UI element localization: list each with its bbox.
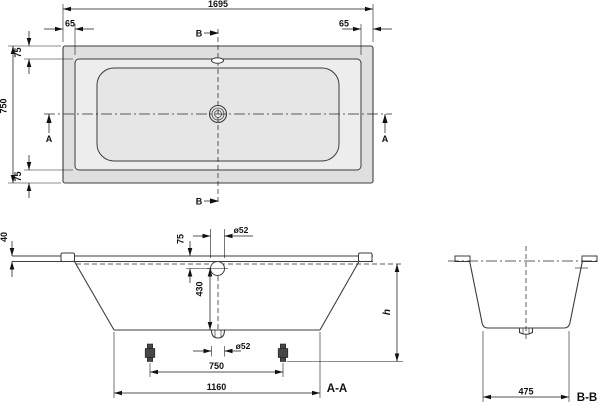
dim-label: ø52: [234, 225, 249, 235]
dim-label: ø52: [236, 341, 251, 351]
dim-label: 75: [13, 47, 23, 57]
dim-label: 40: [0, 232, 9, 242]
section-aa: 40 ø52 75 430 ø52: [0, 225, 403, 398]
rim-tab-left: [454, 255, 471, 262]
dim-label: 75: [176, 234, 186, 244]
dim-label: 1695: [208, 0, 228, 9]
section-marker-b-bottom: B: [196, 197, 219, 207]
dim-label: 65: [339, 19, 349, 29]
dim-overflow-offset: 75: [176, 234, 211, 283]
rim-end-right: [358, 252, 373, 262]
dim-label: 75: [13, 171, 23, 181]
dim-bottom-width: 475: [482, 331, 570, 402]
dim-label: h: [382, 309, 393, 315]
drain-outlet: [210, 329, 226, 339]
section-marker-a-left: A: [46, 114, 53, 144]
section-label: A: [46, 134, 53, 144]
dim-rim-offset-top: 75: [13, 31, 32, 74]
section-label: B: [196, 29, 203, 39]
dim-overflow-diameter: ø52: [193, 225, 253, 258]
top-view: 1695 65 65 75 750 75: [0, 0, 392, 207]
dim-rim-offset-left: 65: [44, 19, 94, 32]
dim-label: 1160: [207, 382, 227, 392]
wall-right: [319, 261, 360, 331]
section-label: A: [382, 134, 389, 144]
rim-tab-right: [581, 255, 598, 262]
dim-overall-width: 750: [0, 46, 16, 183]
dim-rim-offset-bottom: 75: [13, 155, 32, 198]
foot-left: [144, 343, 156, 362]
overflow-hole: [211, 57, 224, 64]
foot-right: [277, 343, 289, 362]
dim-label: 750: [0, 98, 9, 113]
section-bb-title: B-B: [577, 392, 597, 404]
dim-rim-offset-right: 65: [339, 19, 392, 32]
section-marker-a-right: A: [382, 114, 389, 144]
drain: [208, 104, 228, 124]
section-aa-title: A-A: [327, 383, 347, 395]
section-marker-b-top: B: [196, 29, 219, 39]
overflow-housing: [60, 252, 75, 262]
dim-rim-height: 40: [0, 232, 15, 277]
dim-bottom-length: 1160: [113, 332, 321, 398]
section-bb: 475 B-B: [448, 246, 599, 404]
dim-overall-length: 1695: [63, 0, 373, 12]
dim-label: 65: [65, 19, 75, 29]
dim-drain-diameter: ø52: [193, 341, 251, 357]
wall-left: [74, 261, 115, 331]
dim-label: 475: [518, 387, 533, 397]
dim-depth: 430: [195, 268, 213, 330]
dim-label: 750: [209, 361, 224, 371]
dim-label: 430: [195, 281, 205, 296]
dim-feet-spacing: 750: [149, 361, 284, 377]
dim-total-height: h: [382, 264, 400, 362]
section-label: B: [196, 197, 203, 207]
